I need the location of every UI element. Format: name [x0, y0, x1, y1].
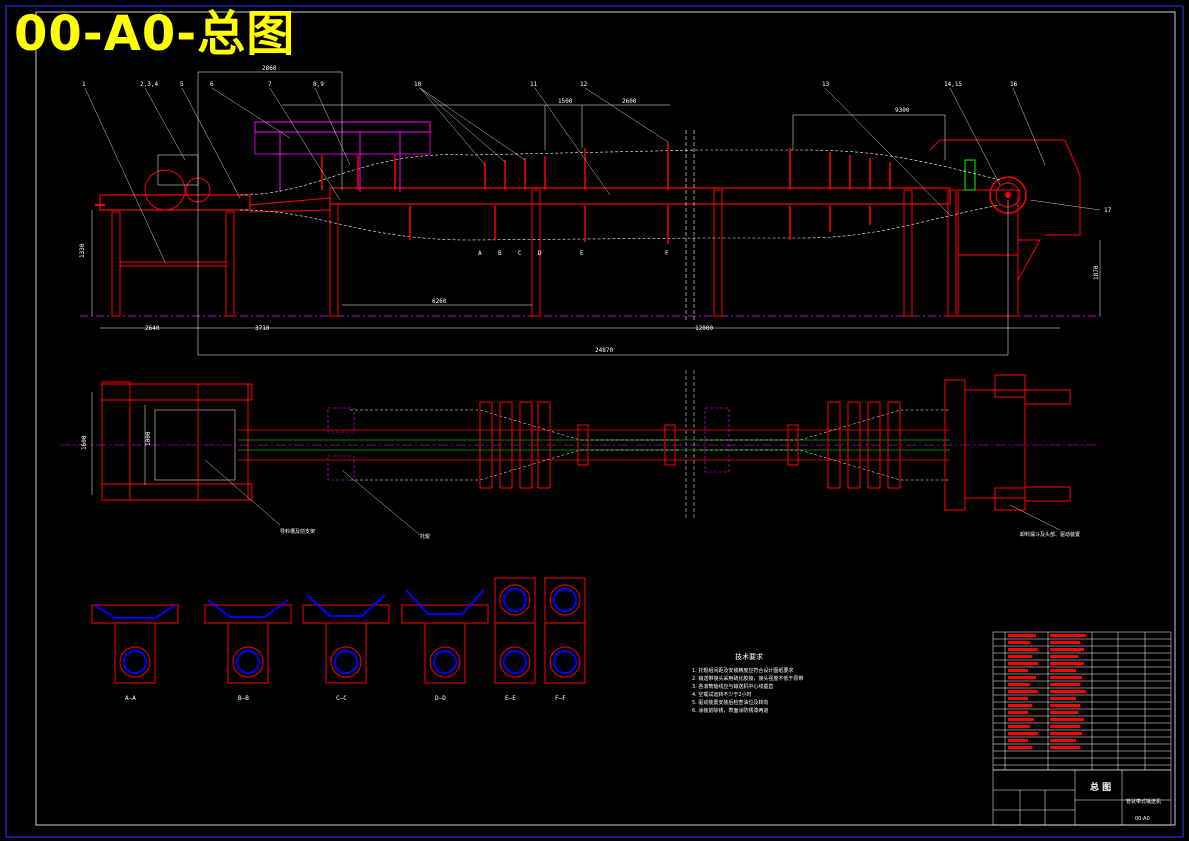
plan-note-mid: 托辊 — [420, 533, 430, 540]
section-views: A—A B—B C—C D—D E—E F—F — [91, 577, 586, 702]
section-label-a: A—A — [125, 695, 136, 702]
section-label-c: C—C — [336, 695, 347, 702]
section-label-e: E—E — [505, 695, 516, 702]
dim-left-leg: 2640 — [145, 325, 160, 332]
callout-12: 12 — [580, 81, 588, 88]
dim-height-right: 1870 — [1093, 265, 1100, 280]
section-f — [544, 577, 586, 684]
section-mark-d: D — [538, 250, 542, 257]
dim-mid-span: 6260 — [432, 298, 447, 305]
section-mark-c: C — [518, 250, 522, 257]
dim-seg-2: 2600 — [622, 98, 637, 105]
section-a — [91, 604, 179, 684]
sheet-title: 00-A0-总图 — [14, 6, 296, 62]
outer-frame — [5, 5, 1184, 838]
callout-7: 7 — [268, 81, 272, 88]
plan-note-left: 导料槽及前支架 — [280, 528, 315, 535]
tech-note-5: 5. 驱动装置安装后检查油位及转向 — [692, 699, 768, 706]
dim-plan-width-left: 1600 — [81, 435, 88, 450]
plan-note-right: 卸料漏斗及头部、驱动装置 — [1020, 531, 1080, 538]
section-mark-e: E — [580, 250, 584, 257]
dim-top-a: 2860 — [262, 65, 277, 72]
section-label-d: D—D — [435, 695, 446, 702]
callout-11: 11 — [530, 81, 538, 88]
dim-plan-width-inner: 1000 — [145, 431, 152, 446]
title-block-product-name: 管状带式输送机 — [1126, 798, 1161, 805]
tech-note-6: 6. 涂装前除锈，表面涂防锈漆两道 — [692, 707, 768, 714]
callout-2-3-4: 2,3,4 — [140, 81, 158, 88]
section-c — [302, 594, 390, 684]
tech-note-4: 4. 空载试运转不少于2小时 — [692, 691, 752, 698]
title-block-drawing-no: 00-A0 — [1135, 816, 1150, 822]
section-d — [401, 589, 489, 684]
section-label-b: B—B — [238, 695, 249, 702]
dim-span-a: 3710 — [255, 325, 270, 332]
elevation-view: 24870 2640 3710 12000 2860 1330 1870 626… — [79, 65, 1112, 356]
tech-notes-title: 技术要求 — [735, 653, 763, 661]
dim-span-b: 12000 — [695, 325, 713, 332]
dim-overall: 24870 — [595, 347, 613, 354]
callout-10: 10 — [414, 81, 422, 88]
section-mark-f: F — [665, 250, 669, 257]
title-block-drawing-name: 总 图 — [1090, 781, 1111, 793]
plan-view: 1600 1000 导料槽及前支架 托辊 卸料漏斗及头部、驱动装置 — [60, 370, 1100, 540]
section-e — [494, 577, 536, 684]
tech-note-3: 3. 各滚筒轴线应与输送机中心线垂直 — [692, 683, 773, 690]
parts-list — [992, 631, 1172, 771]
section-label-f: F—F — [555, 695, 566, 702]
dim-right-span: 9300 — [895, 107, 910, 114]
callout-14-15: 14,15 — [944, 81, 962, 88]
dim-height-left: 1330 — [79, 243, 86, 258]
section-mark-b: B — [498, 250, 502, 257]
section-mark-a: A — [478, 250, 482, 257]
callout-6: 6 — [210, 81, 214, 88]
callout-16: 16 — [1010, 81, 1018, 88]
callout-1: 1 — [82, 81, 86, 88]
callout-8-9: 8,9 — [313, 81, 324, 88]
inner-frame — [35, 11, 1176, 826]
tech-note-2: 2. 输送带接头采用硫化胶接，接头强度不低于原带 — [692, 675, 803, 682]
title-block — [992, 769, 1172, 826]
callout-17: 17 — [1104, 207, 1112, 214]
callout-5: 5 — [180, 81, 184, 88]
section-b — [204, 599, 292, 684]
callout-13: 13 — [822, 81, 830, 88]
parts-list-fill — [1008, 634, 1086, 749]
tech-note-1: 1. 托辊组间距及安装精度应符合设计图纸要求 — [692, 667, 793, 674]
dim-seg-1: 1500 — [558, 98, 573, 105]
technical-notes: 1. 托辊组间距及安装精度应符合设计图纸要求 2. 输送带接头采用硫化胶接，接头… — [692, 667, 803, 714]
